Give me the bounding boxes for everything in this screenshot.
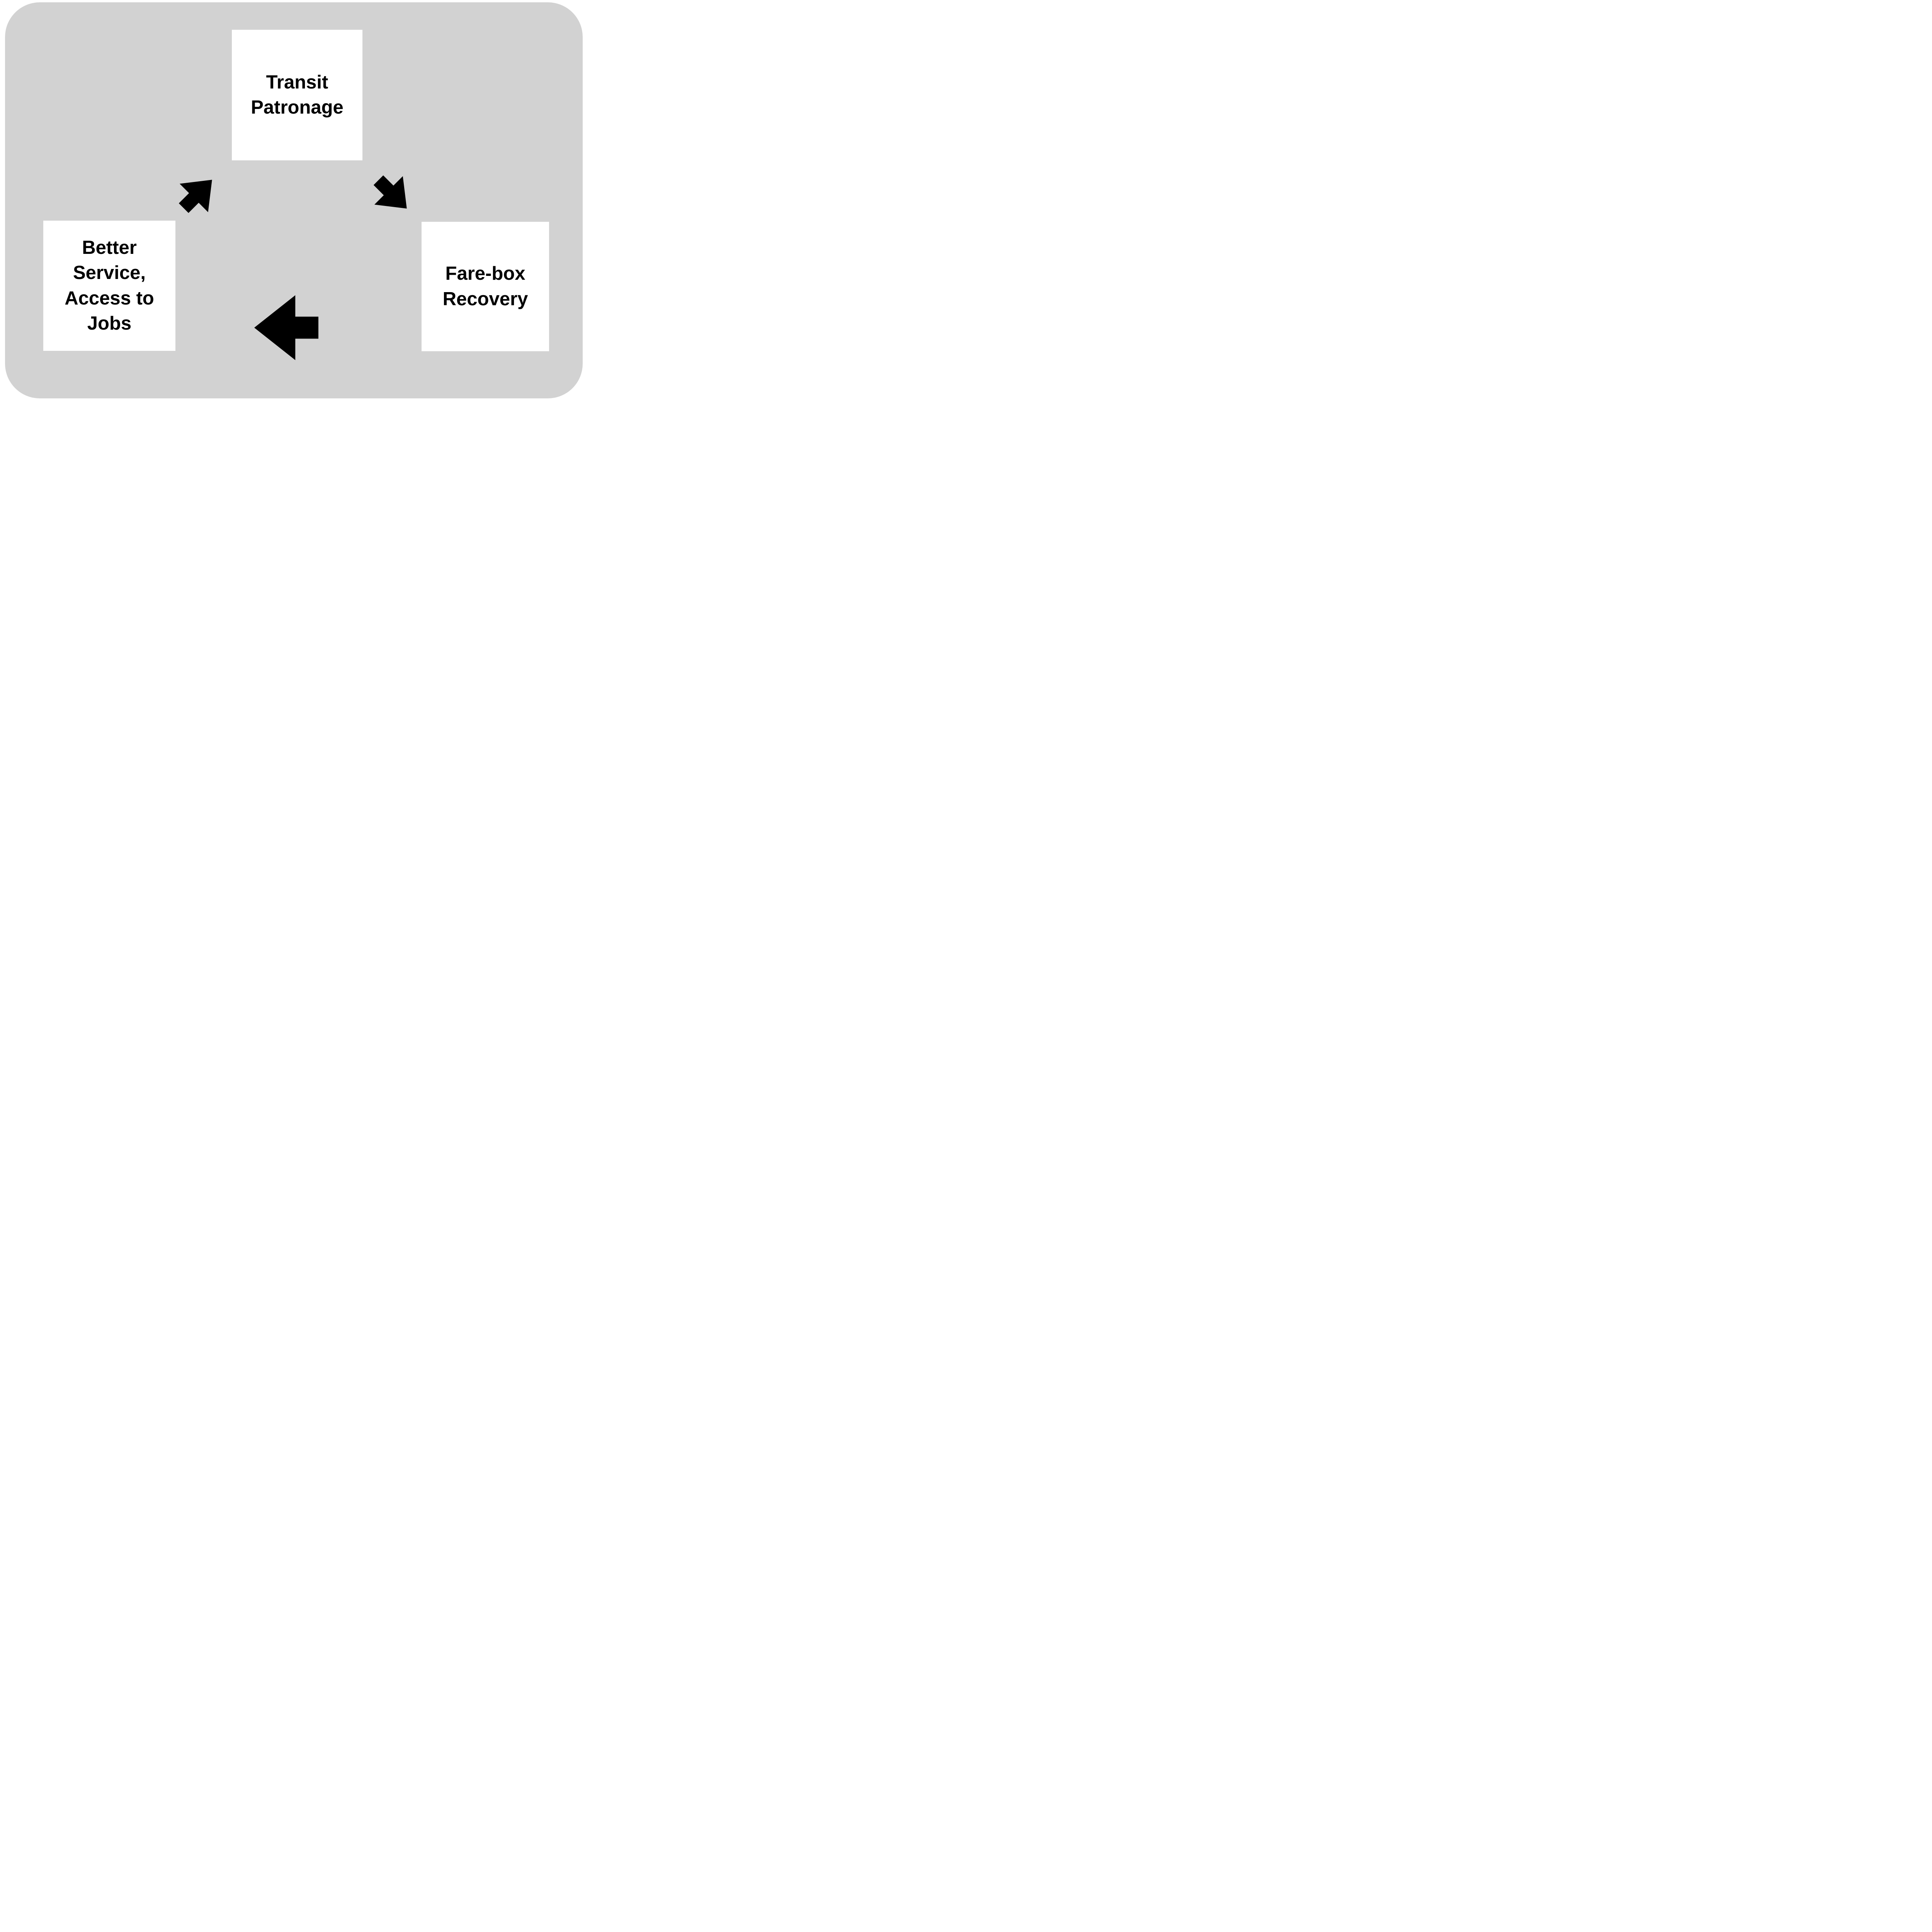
node-farebox-recovery-label: Fare-box Recovery xyxy=(442,263,528,310)
node-farebox-recovery: Fare-box Recovery xyxy=(422,222,549,351)
diagram-stage: Transit Patronage Better Service, Access… xyxy=(0,0,587,403)
node-better-service-label: Better Service, Access to Jobs xyxy=(65,237,154,334)
node-transit-patronage-label: Transit Patronage xyxy=(251,71,344,118)
node-transit-patronage: Transit Patronage xyxy=(232,30,362,160)
node-better-service-access-to-jobs: Better Service, Access to Jobs xyxy=(43,221,175,351)
